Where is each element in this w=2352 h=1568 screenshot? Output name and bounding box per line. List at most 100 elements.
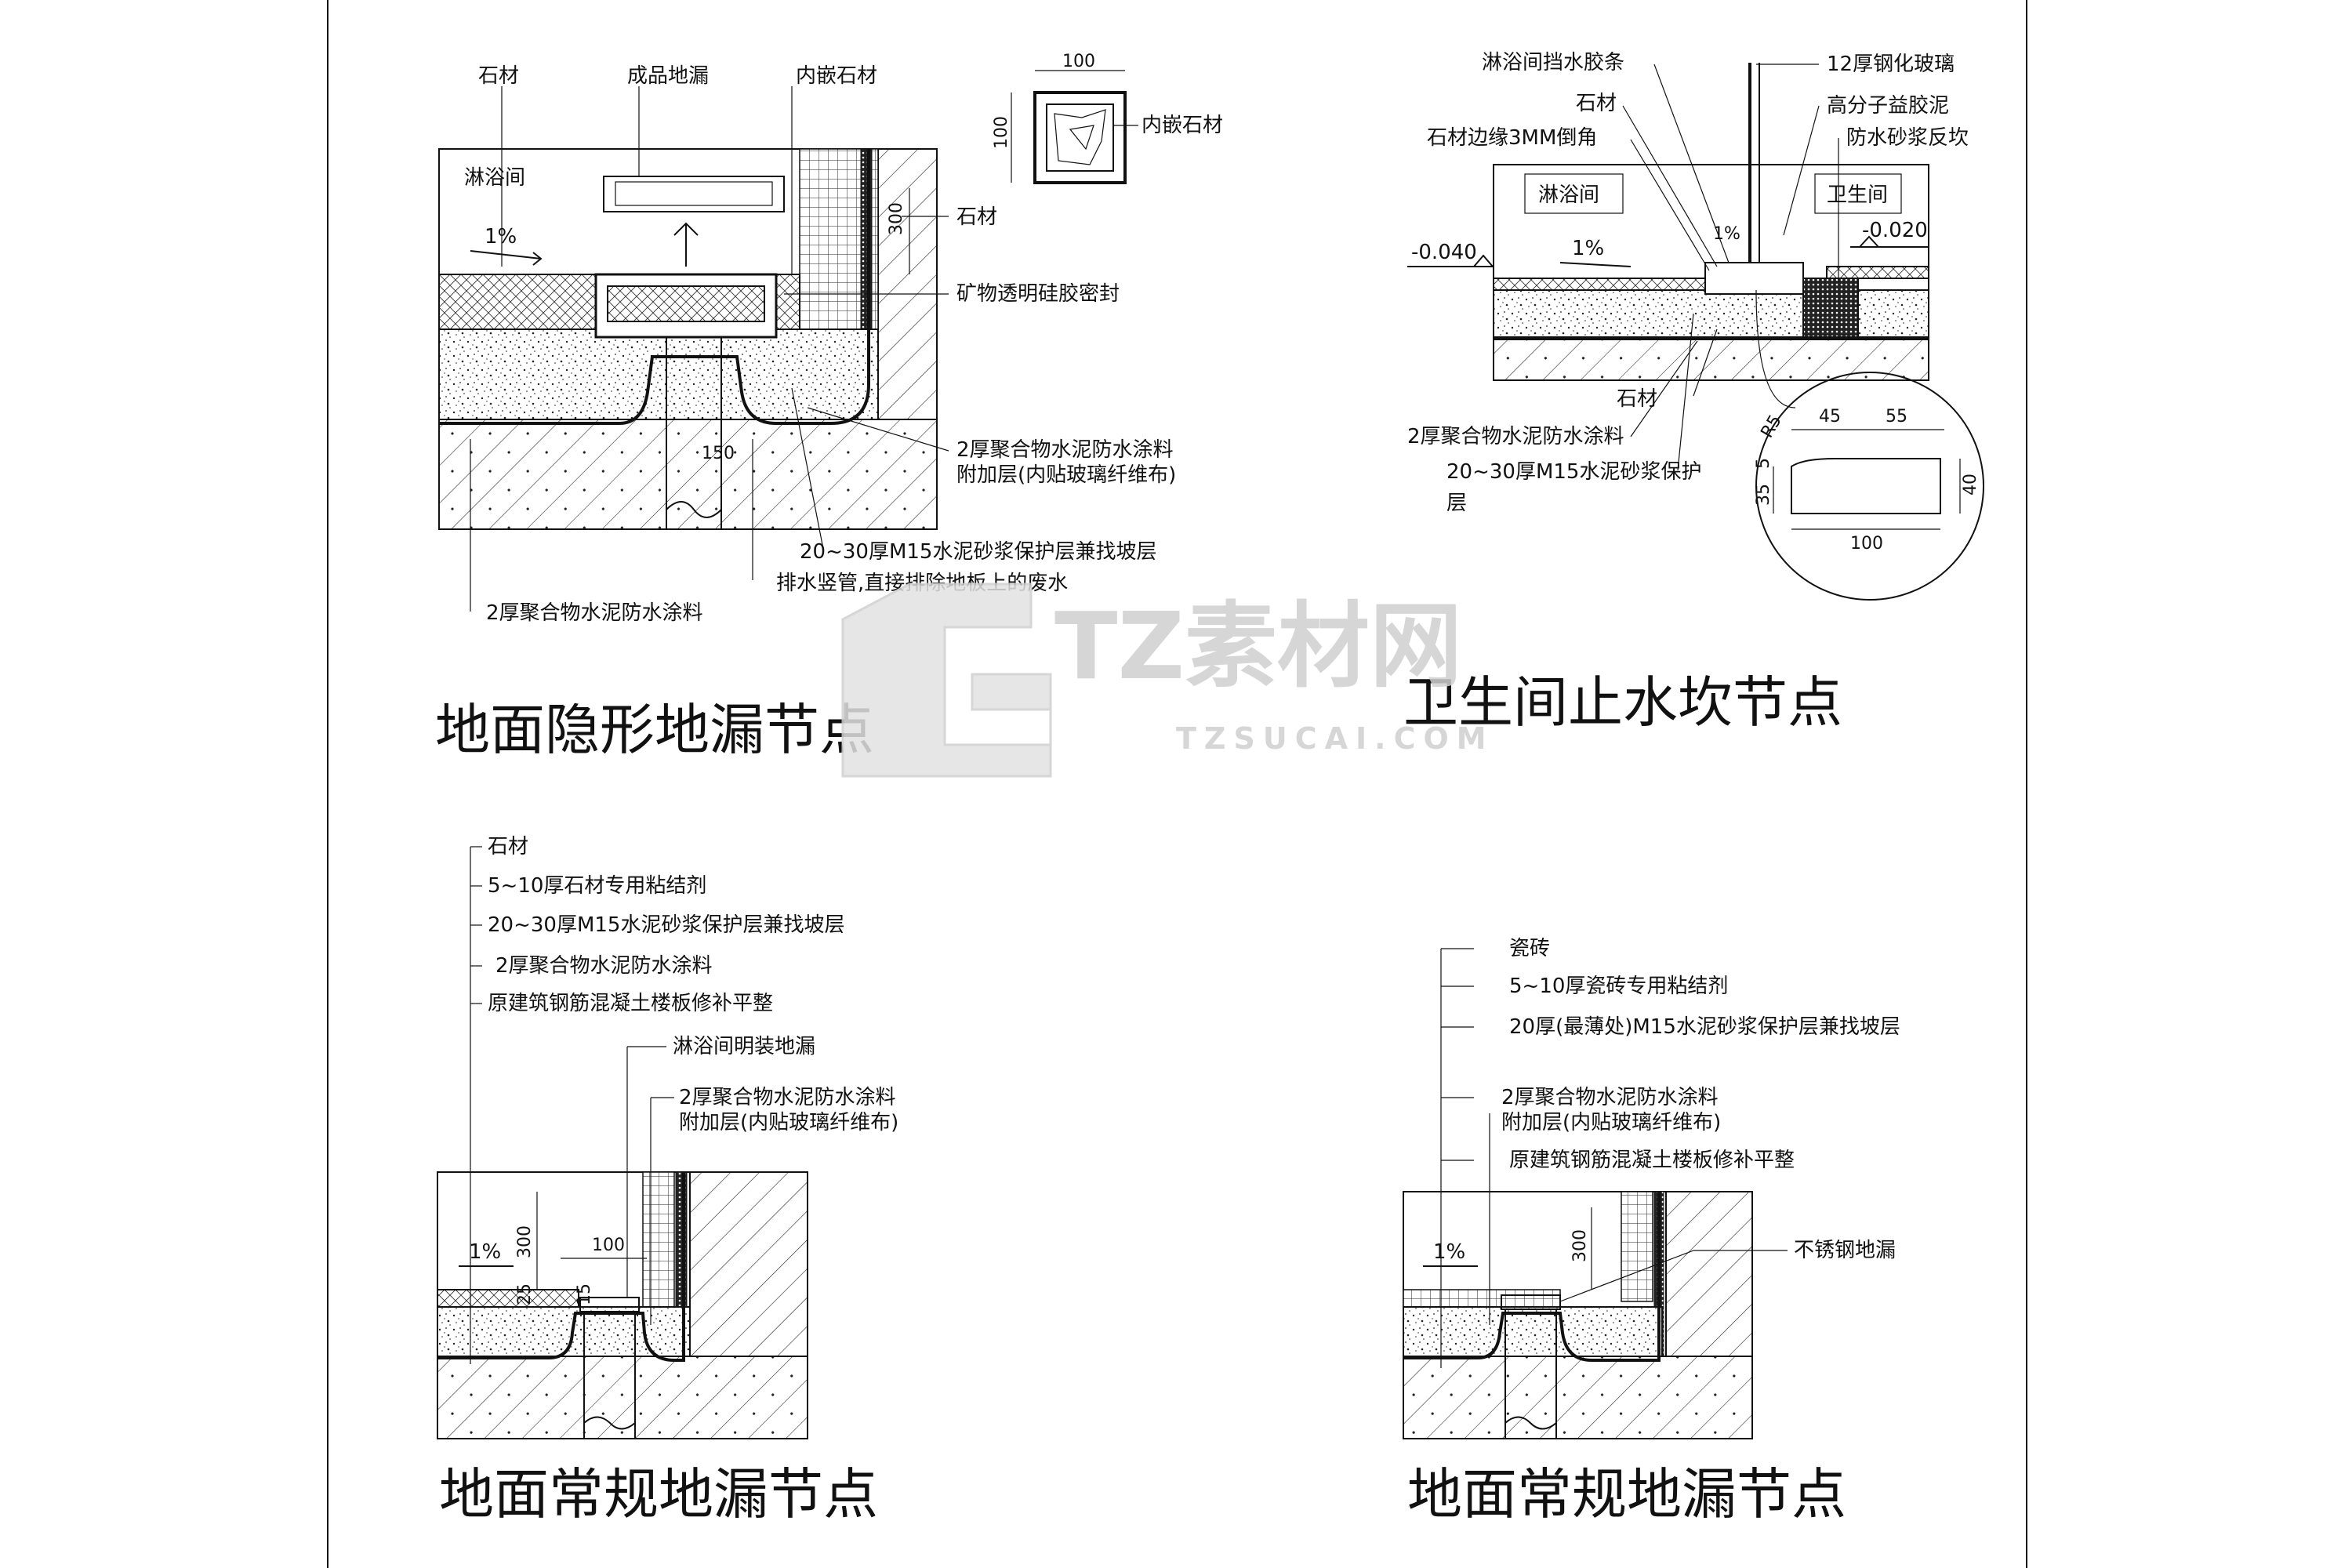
room-right: 卫生间: [1827, 183, 1888, 207]
label-inlay: 内嵌石材: [796, 64, 877, 88]
label-l6: 淋浴间明装地漏: [673, 1035, 815, 1058]
label-l5: 原建筑钢筋混凝土楼板修补平整: [488, 992, 773, 1015]
stone-layer: [437, 1289, 579, 1308]
title-bottom-right: 地面常规地漏节点: [1407, 1462, 1846, 1526]
level-mark-right: [1850, 235, 1929, 248]
stone-layer-right: [775, 274, 800, 330]
leader: [807, 407, 949, 452]
label-stone: 石材: [1576, 92, 1617, 115]
inlay-detail-outer: [1033, 91, 1127, 184]
level-mark-left: [1407, 254, 1494, 267]
title-top-left: 地面隐形地漏节点: [435, 698, 874, 762]
room-box-right: [1814, 173, 1902, 214]
dim-300: 300: [515, 1225, 535, 1258]
wall-finish: [1621, 1191, 1653, 1302]
inlay-detail-stone: [1054, 109, 1106, 165]
slope-text: 1%: [469, 1240, 501, 1264]
water-curb: [1802, 278, 1859, 338]
label-stone2: 石材: [956, 205, 997, 229]
threshold-stone: [1704, 262, 1804, 295]
label-glass: 12厚钢化玻璃: [1827, 53, 1955, 76]
slope-text: 1%: [1433, 1240, 1465, 1264]
label-l2: 5~10厚瓷砖专用粘结剂: [1509, 975, 1728, 998]
leader: [1653, 64, 1730, 263]
dim-150: 150: [702, 444, 735, 463]
detail-dim-w: 100: [1062, 52, 1095, 71]
mortar-layer: [437, 1306, 691, 1357]
label-l1: 瓷砖: [1509, 937, 1550, 960]
room-box-left: [1524, 173, 1624, 214]
detail-water-stop-curb: 淋浴间 卫生间 -0.040 -0.020 1% 1% 淋浴间挡水胶条 石材 石…: [1403, 51, 1984, 735]
label-mortar-1: 20~30厚M15水泥砂浆保护: [1446, 460, 1701, 484]
room-left: 淋浴间: [1538, 183, 1599, 207]
wall-finish: [642, 1171, 675, 1310]
label-stone-bottom: 石材: [1617, 387, 1657, 411]
label-l4: 2厚聚合物水泥防水涂料: [1501, 1086, 1719, 1109]
label-l4: 2厚聚合物水泥防水涂料: [495, 954, 713, 978]
label-mortar-2: 层: [1446, 492, 1467, 515]
detail-hidden-floor-drain: 1% 淋浴间 石材 成品地漏 内嵌石材 石材 矿物透明硅胶密封 2厚聚合物水泥防…: [435, 52, 1223, 762]
enlarged-detail-circle: [1755, 372, 1984, 601]
detail-dim-e: 35: [1754, 484, 1773, 506]
label-l1: 石材: [488, 835, 528, 858]
lift-arrow: [673, 222, 699, 267]
drain-lid-inner: [615, 181, 773, 206]
wall-hatch: [1665, 1191, 1753, 1357]
leader: [1630, 139, 1710, 271]
label-sealant: 矿物透明硅胶密封: [956, 282, 1120, 306]
slope-arrow: [1559, 262, 1632, 267]
drain-pipe: [1504, 1308, 1557, 1439]
pipe-break: [1504, 1416, 1557, 1430]
leader: [1693, 328, 1718, 397]
detail-dim-h: 100: [992, 116, 1011, 149]
inlay-detail-inner: [1046, 103, 1114, 172]
waterproof-membrane: [439, 149, 870, 425]
label-l2: 5~10厚石材专用粘结剂: [488, 874, 706, 898]
waterproof-membrane: [1403, 1192, 1661, 1362]
pipe-break: [666, 501, 722, 518]
leader: [1622, 105, 1718, 267]
label-strip: 淋浴间挡水胶条: [1482, 51, 1624, 74]
label-l3: 20厚(最薄处)M15水泥砂浆保护层兼找坡层: [1509, 1015, 1900, 1039]
leader: [1630, 340, 1698, 437]
label-putty: 高分子益胶泥: [1827, 94, 1949, 118]
label-stone: 石材: [478, 64, 519, 88]
dim-25: 25: [515, 1283, 535, 1305]
concrete-slab: [437, 1356, 808, 1439]
watermark: TZ素材网 TZSUCAI.COM: [841, 583, 1494, 778]
label-l5: 附加层(内贴玻璃纤维布): [1501, 1111, 1721, 1134]
label-membrane: 2厚聚合物水泥防水涂料: [486, 601, 703, 625]
watermark-logo: [841, 583, 1052, 778]
label-l7: 2厚聚合物水泥防水涂料: [679, 1086, 896, 1109]
slope-text: 1%: [1572, 237, 1604, 260]
watermark-brand: TZ素材网: [1054, 592, 1462, 700]
detail-label: 内嵌石材: [1142, 114, 1223, 137]
drain-pipe: [666, 336, 722, 530]
watermark-site: TZSUCAI.COM: [1176, 721, 1494, 756]
waterproof-membrane: [437, 1172, 685, 1362]
leader: [1559, 1250, 1694, 1302]
label-l7: 不锈钢地漏: [1794, 1239, 1896, 1262]
dim-100: 100: [592, 1236, 625, 1255]
slope-text-2: 1%: [1713, 224, 1740, 244]
concrete-slab: [438, 419, 938, 530]
stone-layer-right: [1826, 266, 1929, 279]
detail-dim-r: R5: [1758, 412, 1786, 441]
leader: [1783, 105, 1820, 236]
dim-300: 300: [887, 202, 906, 235]
detail-dim-f: 5: [1754, 458, 1773, 469]
detail-dim-c: 100: [1850, 534, 1883, 554]
concrete-slab: [1493, 336, 1929, 381]
label-l3: 20~30厚M15水泥砂浆保护层兼找坡层: [488, 913, 844, 937]
wall-hatch: [689, 1171, 808, 1357]
detail-standard-floor-drain-tile: 1% 瓷砖 5~10厚瓷砖专用粘结剂 20厚(最薄处)M15水泥砂浆保护层兼找坡…: [1403, 937, 1900, 1526]
label-curb: 防水砂浆反坎: [1846, 126, 1969, 150]
label-membrane-add-2: 附加层(内贴玻璃纤维布): [956, 463, 1176, 487]
leader-ticks: [470, 846, 482, 1004]
slope-text: 1%: [485, 225, 517, 249]
detail-standard-floor-drain-stone: 1% 石材 5~10厚石材专用粘结剂 20~30厚M15水泥砂浆保护层兼找坡层 …: [437, 835, 898, 1526]
drain-pipe: [583, 1311, 636, 1439]
leader: [1677, 313, 1694, 471]
title-top-right: 卫生间止水坎节点: [1403, 670, 1842, 735]
